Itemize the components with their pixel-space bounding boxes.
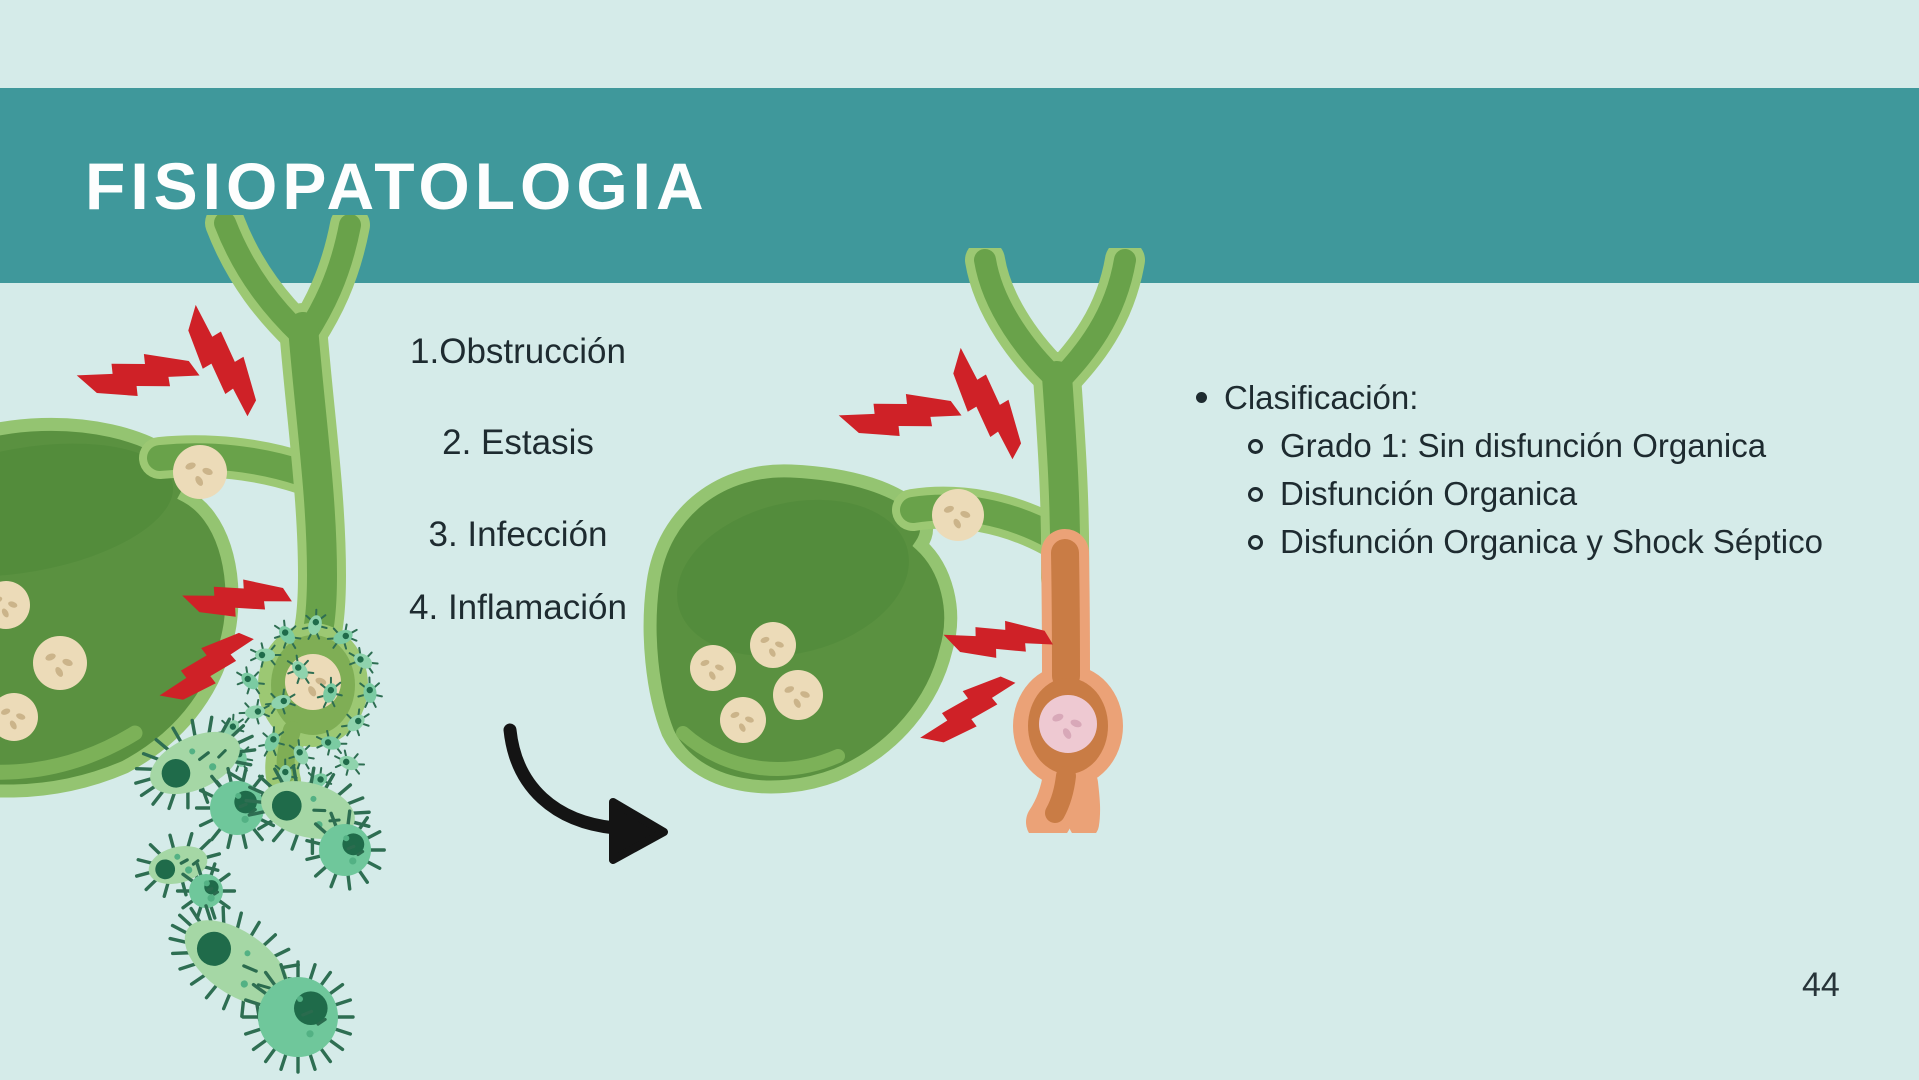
pathophysiology-steps-list: 1.Obstrucción 2. Estasis 3. Infección 4.… — [368, 330, 668, 630]
bacteria-cluster — [216, 608, 383, 814]
classification-heading: Clasificación: — [1196, 374, 1823, 422]
page-number: 44 — [1802, 966, 1840, 1004]
slide-title: FISIOPATOLOGIA — [85, 148, 709, 223]
title-band: FISIOPATOLOGIA — [0, 88, 1919, 283]
classification-item: Disfunción Organica y Shock Séptico — [1248, 518, 1823, 566]
bullet-circle-icon — [1248, 487, 1263, 502]
classification-item: Grado 1: Sin disfunción Organica — [1248, 422, 1823, 470]
classification-list: Clasificación: Grado 1: Sin disfunción O… — [1196, 374, 1823, 566]
classification-item-label: Disfunción Organica y Shock Séptico — [1280, 523, 1823, 560]
classification-item-label: Disfunción Organica — [1280, 475, 1578, 512]
bullet-circle-icon — [1248, 535, 1263, 550]
impacted-stone-icon — [1039, 695, 1097, 753]
inflamed-duct — [1013, 529, 1123, 833]
classification-heading-label: Clasificación: — [1224, 379, 1419, 416]
pain-bolt-icon — [175, 304, 271, 418]
step-item: 1.Obstrucción — [410, 332, 626, 371]
bacteria-icon — [134, 715, 386, 1074]
gallstone-icon — [690, 489, 984, 743]
classification-item: Disfunción Organica — [1248, 470, 1823, 518]
gallbladder-sac — [0, 417, 239, 798]
pain-bolt-icon — [75, 313, 203, 436]
curved-arrow-icon — [503, 723, 668, 864]
gallbladder-gallstones-illustration — [643, 248, 1145, 833]
step-item: 3. Infección — [428, 515, 608, 554]
step-item: 4. Inflamación — [409, 588, 627, 627]
pain-bolt-icon — [837, 353, 965, 476]
step-item: 2. Estasis — [442, 423, 594, 462]
bullet-dot-icon — [1196, 392, 1207, 403]
gallbladder-obstruction-illustration — [0, 215, 386, 1074]
classification-item-label: Grado 1: Sin disfunción Organica — [1280, 427, 1767, 464]
bullet-circle-icon — [1248, 439, 1263, 454]
